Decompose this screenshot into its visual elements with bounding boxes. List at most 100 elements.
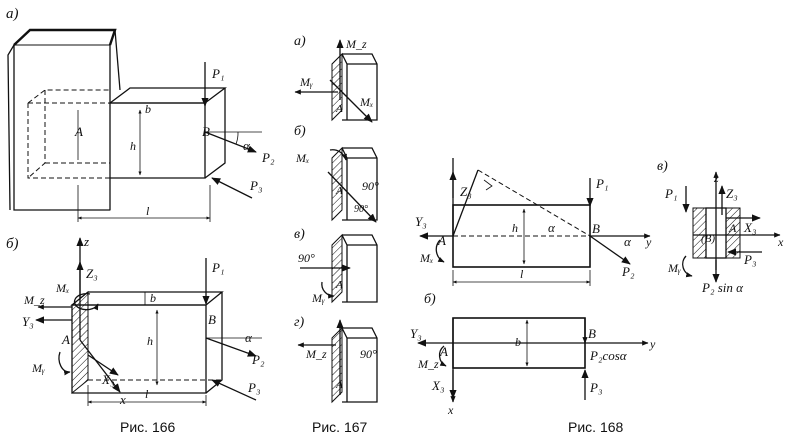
fig167-a-A: A [335, 103, 343, 115]
beam-a [27, 87, 227, 179]
fig168-a-P1: P₁ [595, 176, 608, 191]
point-B-label-b: B [208, 312, 216, 327]
fig168-a-l: l [520, 267, 524, 281]
figure-166: а) A B b h [6, 6, 275, 435]
fig168-a-B: B [592, 221, 600, 236]
point-A-label-b: A [61, 332, 70, 347]
fig168-b-label: б) [424, 292, 436, 307]
fig168-v-x-axis: x [777, 235, 784, 249]
fig168-b-X3: X₃ [431, 378, 444, 393]
fig167-v-deg90: 90° [298, 251, 315, 265]
force-P1-label: P₁ [211, 66, 224, 81]
fig166-panel-a: а) A B b h [6, 6, 275, 222]
fig168-a-Mx: Mₓ [419, 251, 433, 265]
panel-a-label: а) [6, 6, 19, 22]
moment-Mx-label: Mₓ [55, 281, 69, 295]
dim-h-label-b: h [147, 334, 153, 348]
dim-l-label-b: l [145, 387, 149, 401]
moment-My-label: Mᵧ [31, 361, 45, 375]
fig167-a-Mz: M_z [345, 37, 367, 51]
figure-167: а) M_z Mᵧ Mₓ A б) Mₓ 90° 90° A в) [294, 34, 379, 435]
fig167-panel-v: в) 90° Mᵧ A [294, 227, 378, 305]
force-P3-label: P₃ [249, 178, 262, 193]
fig167-a-label: а) [294, 34, 306, 49]
force-P2-label: P₂ [261, 150, 275, 165]
force-P3-label-b: P₃ [247, 380, 260, 395]
fig168-v-z-axis: z [713, 171, 719, 185]
fig168-b-b: b [515, 335, 521, 349]
fig167-panel-b: б) Mₓ 90° 90° A [294, 124, 379, 223]
dim-l-label: l [146, 204, 150, 218]
fig168-v-P2sin: P₂ sin α [701, 280, 744, 295]
fig168-panel-a: h α A B Z₃ Y₃ Mₓ y P₁ P₂ α l [415, 158, 652, 286]
force-P2-arrow [204, 131, 257, 153]
fig167-b-deg90: 90° [362, 179, 379, 193]
caption-fig168: Рис. 168 [568, 419, 624, 435]
force-P2-label-b: P₂ [251, 352, 265, 367]
fig167-v-A: A [335, 279, 343, 291]
fig167-g-Mz: M_z [305, 347, 327, 361]
panel-b-label: б) [6, 236, 19, 252]
angle-alpha-label: α [243, 138, 251, 153]
fig168-a-A: A [437, 233, 446, 248]
fig167-a-Mx: Mₓ [359, 95, 373, 109]
reaction-Z3-label: Z₃ [86, 266, 98, 281]
fig168-b-y-axis: y [649, 337, 656, 351]
reaction-Y3-label: Y₃ [22, 314, 34, 329]
fig167-g-deg90: 90° [360, 347, 377, 361]
fig167-g-A: A [335, 379, 343, 391]
fig167-b-A: A [335, 185, 343, 197]
fig168-a-h: h [512, 221, 518, 235]
fig167-panel-a: а) M_z Mᵧ Mₓ A [294, 34, 378, 123]
caption-fig167: Рис. 167 [312, 419, 368, 435]
fig168-a-P2: P₂ [621, 264, 635, 279]
fig168-v-P3: P₃ [743, 252, 756, 267]
fig168-v-A: A [728, 221, 737, 235]
dim-b-label-b: b [150, 291, 156, 305]
fig168-v-label: в) [657, 159, 668, 174]
reaction-X3-label: X₃ [101, 372, 114, 387]
fig168-panel-v: в) z x Z₃ P₁ X₃ P₃ A (B) Mᵧ P₂ sin α [657, 159, 784, 295]
dim-b-label: b [145, 102, 151, 116]
fig168-a-alpha-inner: α [548, 220, 556, 235]
fig167-g-label: г) [294, 315, 304, 330]
x-axis-label: x [119, 392, 126, 407]
fig167-v-My: Mᵧ [311, 291, 325, 305]
point-A-label: A [74, 124, 83, 139]
point-B-label: B [202, 124, 210, 139]
fig167-panel-g: г) M_z 90° A [294, 315, 378, 404]
force-P3-arrow [211, 177, 253, 199]
fig167-b-deg90-small: 90° [354, 204, 368, 215]
fig167-a-My: Mᵧ [299, 75, 313, 89]
fig168-a-Z3: Z₃ [460, 184, 472, 199]
fig168-b-Mz: M_z [417, 357, 439, 371]
caption-fig166: Рис. 166 [120, 419, 176, 435]
fig167-b-Mx: Mₓ [295, 151, 309, 165]
fig168-panel-b: б) y x b A B Y₃ M_z X₃ P₂cosα P₃ [410, 292, 656, 417]
fig168-v-B: (B) [701, 233, 715, 245]
beam-b [70, 290, 224, 395]
fig168-v-My: Mᵧ [667, 261, 681, 275]
fig168-b-Y3: Y₃ [410, 326, 422, 341]
fig168-v-X3: X₃ [743, 220, 756, 235]
moment-Mz-label: M_z [23, 293, 45, 307]
fig168-b-x-axis: x [447, 403, 454, 417]
x-axis [79, 339, 121, 393]
fig166-panel-b: б) b h A B l z x Z₃ [6, 234, 265, 407]
z-axis-label: z [83, 234, 89, 249]
fig168-v-Z3: Z₃ [726, 186, 738, 201]
fig168-a-alpha: α [624, 234, 632, 249]
fig168-b-A: A [439, 344, 448, 359]
fig168-b-B: B [588, 326, 596, 341]
fig167-v-label: в) [294, 227, 305, 242]
wall-block [7, 28, 121, 211]
fig168-a-y-axis: y [645, 235, 652, 249]
fig168-b-P3: P₃ [589, 380, 602, 395]
figure-168: h α A B Z₃ Y₃ Mₓ y P₁ P₂ α l б) [410, 158, 784, 435]
dim-h-label: h [130, 139, 136, 153]
fig168-a-Y3: Y₃ [415, 214, 427, 229]
force-P1-label-b: P₁ [211, 260, 224, 275]
fig168-v-P1: P₁ [664, 186, 677, 201]
angle-alpha-label-b: α [245, 330, 253, 345]
